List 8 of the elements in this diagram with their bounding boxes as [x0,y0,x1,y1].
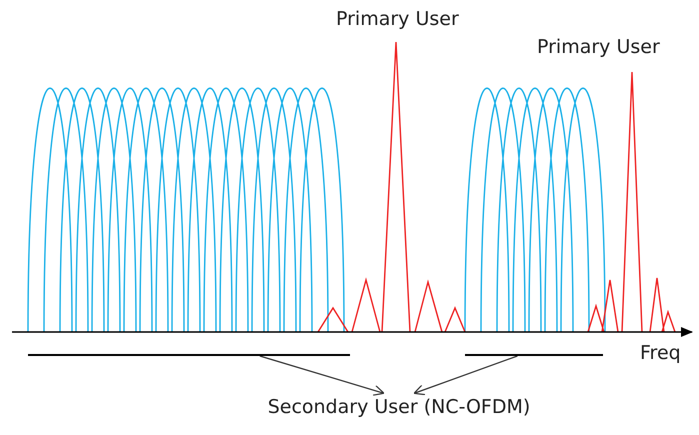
band-label: Primary User [336,8,459,30]
underline-bar [28,354,350,356]
arrow [413,355,518,396]
arrow [260,355,385,396]
band-label: Primary User [537,36,660,58]
user-label: Secondary User (NC-OFDM) [226,396,572,424]
underline-bar [465,354,603,356]
axis-label: Freq [640,342,681,364]
